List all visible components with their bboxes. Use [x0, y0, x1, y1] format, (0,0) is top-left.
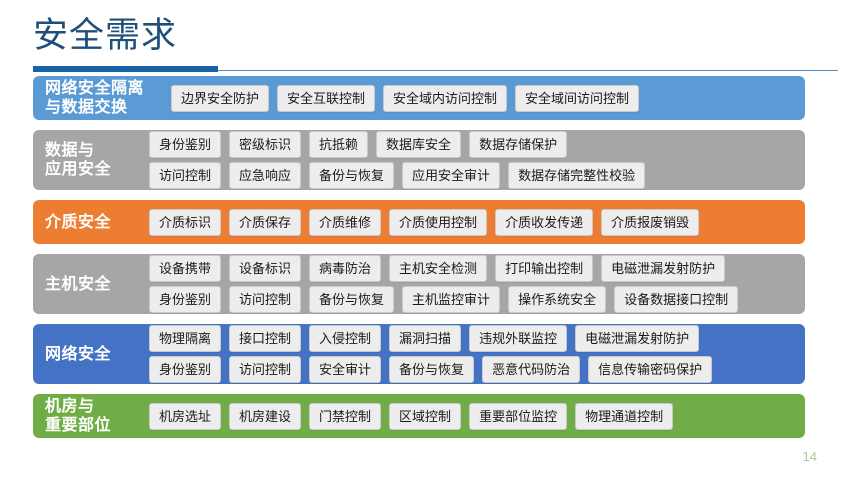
chip-row: 物理隔离接口控制入侵控制漏洞扫描违规外联监控电磁泄漏发射防护: [149, 325, 799, 352]
chip-row: 设备携带设备标识病毒防治主机安全检测打印输出控制电磁泄漏发射防护: [149, 255, 799, 282]
requirement-chip[interactable]: 安全审计: [309, 356, 382, 383]
band-row: 网络安全隔离 与数据交换边界安全防护安全互联控制安全域内访问控制安全域间访问控制: [33, 76, 805, 120]
page-number: 14: [802, 449, 817, 464]
band-row: 网络安全物理隔离接口控制入侵控制漏洞扫描违规外联监控电磁泄漏发射防护身份鉴别访问…: [33, 324, 805, 384]
requirement-chip[interactable]: 备份与恢复: [309, 162, 395, 189]
band-label: 主机安全: [45, 275, 112, 293]
band-label: 网络安全隔离 与数据交换: [45, 80, 145, 116]
requirement-chip[interactable]: 介质标识: [149, 208, 222, 236]
requirement-chip[interactable]: 机房建设: [229, 402, 302, 430]
requirement-chip[interactable]: 门禁控制: [309, 402, 382, 430]
requirement-chip[interactable]: 访问控制: [149, 162, 222, 189]
chip-row: 身份鉴别密级标识抗抵赖数据库安全数据存储保护: [149, 131, 799, 158]
requirement-chip[interactable]: 物理隔离: [149, 325, 222, 352]
requirement-chip[interactable]: 安全域内访问控制: [383, 84, 508, 112]
requirement-chip[interactable]: 入侵控制: [309, 325, 382, 352]
band-row: 主机安全设备携带设备标识病毒防治主机安全检测打印输出控制电磁泄漏发射防护身份鉴别…: [33, 254, 805, 314]
chip-group: 身份鉴别密级标识抗抵赖数据库安全数据存储保护访问控制应急响应备份与恢复应用安全审…: [149, 131, 799, 189]
requirement-chip[interactable]: 设备携带: [149, 255, 222, 282]
requirement-chip[interactable]: 抗抵赖: [309, 131, 369, 158]
title-rule-thick: [33, 66, 218, 72]
requirement-chip[interactable]: 设备数据接口控制: [614, 286, 739, 313]
requirement-chip[interactable]: 信息传输密码保护: [588, 356, 713, 383]
requirement-chip[interactable]: 访问控制: [229, 356, 302, 383]
requirement-chip[interactable]: 机房选址: [149, 402, 222, 430]
band-label: 介质安全: [45, 213, 112, 231]
requirement-chip[interactable]: 数据存储保护: [469, 131, 568, 158]
requirement-chip[interactable]: 违规外联监控: [469, 325, 568, 352]
chip-group: 机房选址机房建设门禁控制区域控制重要部位监控物理通道控制: [149, 402, 799, 430]
band-label: 网络安全: [45, 345, 112, 363]
requirement-chip[interactable]: 病毒防治: [309, 255, 382, 282]
band-row: 机房与 重要部位 机房选址机房建设门禁控制区域控制重要部位监控物理通道控制: [33, 394, 805, 438]
chip-row: 机房选址机房建设门禁控制区域控制重要部位监控物理通道控制: [149, 402, 799, 430]
security-requirements-matrix: 网络安全隔离 与数据交换边界安全防护安全互联控制安全域内访问控制安全域间访问控制…: [33, 76, 805, 448]
chip-row: 身份鉴别访问控制备份与恢复主机监控审计操作系统安全设备数据接口控制: [149, 286, 799, 313]
requirement-chip[interactable]: 边界安全防护: [171, 84, 270, 112]
requirement-chip[interactable]: 设备标识: [229, 255, 302, 282]
requirement-chip[interactable]: 主机安全检测: [389, 255, 488, 282]
requirement-chip[interactable]: 介质维修: [309, 208, 382, 236]
requirement-chip[interactable]: 密级标识: [229, 131, 302, 158]
chip-row: 身份鉴别访问控制安全审计备份与恢复恶意代码防治信息传输密码保护: [149, 356, 799, 383]
chip-group: 介质标识介质保存介质维修介质使用控制介质收发传递介质报废销毁: [149, 208, 799, 236]
requirement-chip[interactable]: 身份鉴别: [149, 131, 222, 158]
requirement-chip[interactable]: 介质使用控制: [389, 208, 488, 236]
requirement-chip[interactable]: 备份与恢复: [309, 286, 395, 313]
requirement-chip[interactable]: 应用安全审计: [402, 162, 501, 189]
requirement-chip[interactable]: 主机监控审计: [402, 286, 501, 313]
requirement-chip[interactable]: 安全互联控制: [277, 84, 376, 112]
requirement-chip[interactable]: 介质保存: [229, 208, 302, 236]
chip-group: 边界安全防护安全互联控制安全域内访问控制安全域间访问控制: [171, 84, 799, 112]
requirement-chip[interactable]: 应急响应: [229, 162, 302, 189]
band-label: 机房与 重要部位: [45, 398, 112, 434]
requirement-chip[interactable]: 安全域间访问控制: [515, 84, 640, 112]
chip-row: 访问控制应急响应备份与恢复应用安全审计数据存储完整性校验: [149, 162, 799, 189]
requirement-chip[interactable]: 介质报废销毁: [601, 208, 700, 236]
chip-group: 设备携带设备标识病毒防治主机安全检测打印输出控制电磁泄漏发射防护身份鉴别访问控制…: [149, 255, 799, 313]
title-rule-thin: [33, 70, 838, 71]
band-row: 介质安全 介质标识介质保存介质维修介质使用控制介质收发传递介质报废销毁: [33, 200, 805, 244]
requirement-chip[interactable]: 恶意代码防治: [482, 356, 581, 383]
requirement-chip[interactable]: 重要部位监控: [469, 402, 568, 430]
requirement-chip[interactable]: 访问控制: [229, 286, 302, 313]
requirement-chip[interactable]: 数据存储完整性校验: [508, 162, 646, 189]
requirement-chip[interactable]: 身份鉴别: [149, 356, 222, 383]
chip-row: 边界安全防护安全互联控制安全域内访问控制安全域间访问控制: [171, 84, 799, 112]
chip-group: 物理隔离接口控制入侵控制漏洞扫描违规外联监控电磁泄漏发射防护身份鉴别访问控制安全…: [149, 325, 799, 383]
requirement-chip[interactable]: 介质收发传递: [495, 208, 594, 236]
requirement-chip[interactable]: 区域控制: [389, 402, 462, 430]
requirement-chip[interactable]: 电磁泄漏发射防护: [601, 255, 726, 282]
requirement-chip[interactable]: 物理通道控制: [575, 402, 674, 430]
requirement-chip[interactable]: 电磁泄漏发射防护: [575, 325, 700, 352]
requirement-chip[interactable]: 接口控制: [229, 325, 302, 352]
requirement-chip[interactable]: 漏洞扫描: [389, 325, 462, 352]
chip-row: 介质标识介质保存介质维修介质使用控制介质收发传递介质报废销毁: [149, 208, 799, 236]
requirement-chip[interactable]: 数据库安全: [376, 131, 462, 158]
band-row: 数据与 应用安全身份鉴别密级标识抗抵赖数据库安全数据存储保护访问控制应急响应备份…: [33, 130, 805, 190]
requirement-chip[interactable]: 操作系统安全: [508, 286, 607, 313]
requirement-chip[interactable]: 打印输出控制: [495, 255, 594, 282]
band-label: 数据与 应用安全: [45, 142, 112, 178]
slide-header: 安全需求: [0, 8, 857, 72]
page-title: 安全需求: [33, 16, 178, 55]
requirement-chip[interactable]: 身份鉴别: [149, 286, 222, 313]
requirement-chip[interactable]: 备份与恢复: [389, 356, 475, 383]
